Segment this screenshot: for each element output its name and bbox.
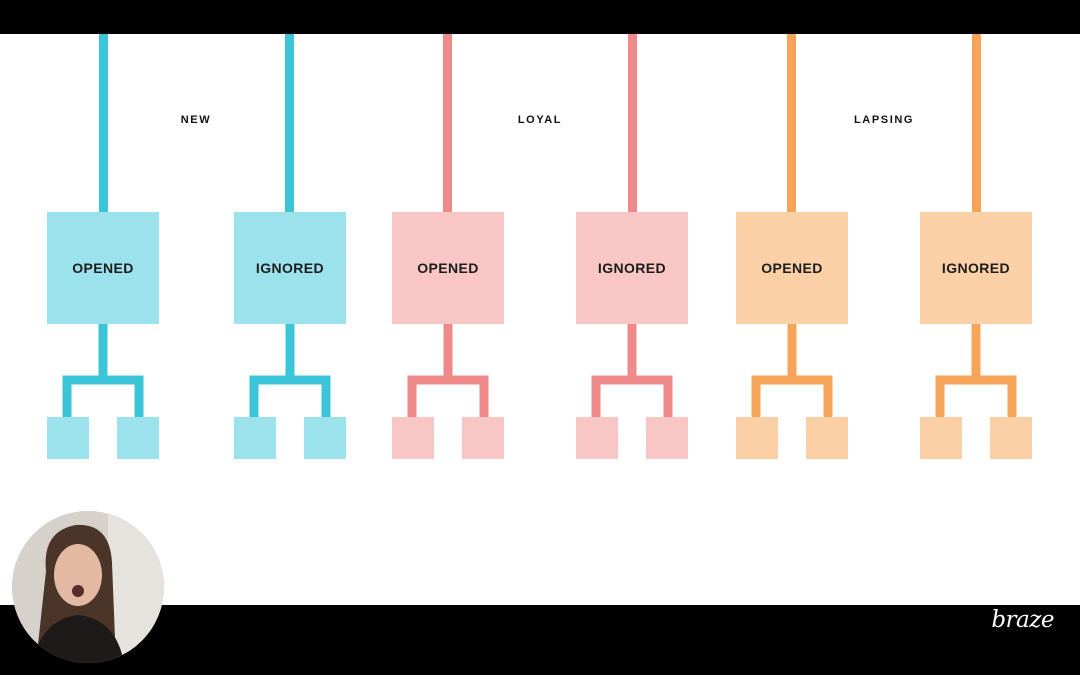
- node-loyal-opened: OPENED: [392, 212, 504, 324]
- stem-new-opened: [99, 34, 108, 212]
- branch-connector: [935, 324, 1017, 417]
- stem-loyal-ignored: [628, 34, 637, 212]
- branch-connector: [62, 324, 144, 417]
- leaf-node: [806, 417, 848, 459]
- leaf-node: [736, 417, 778, 459]
- branch-connector: [249, 324, 331, 417]
- node-new-opened: OPENED: [47, 212, 159, 324]
- leaf-node: [117, 417, 159, 459]
- leaf-node: [920, 417, 962, 459]
- leaf-node: [990, 417, 1032, 459]
- bottom-letterbox-bar: [0, 605, 1080, 675]
- group-label-loyal: LOYAL: [517, 114, 563, 126]
- node-new-ignored: IGNORED: [234, 212, 346, 324]
- node-lapsing-ignored: IGNORED: [920, 212, 1032, 324]
- group-label-lapsing: LAPSING: [853, 114, 915, 126]
- top-letterbox-bar: [0, 0, 1080, 34]
- group-label-new: NEW: [180, 114, 212, 126]
- leaf-node: [234, 417, 276, 459]
- branch-connector: [407, 324, 489, 417]
- node-loyal-ignored: IGNORED: [576, 212, 688, 324]
- leaf-node: [462, 417, 504, 459]
- presenter-webcam-icon: [12, 511, 164, 663]
- braze-logo: braze: [991, 607, 1054, 633]
- leaf-node: [47, 417, 89, 459]
- stem-lapsing-ignored: [972, 34, 981, 212]
- presenter-webcam: [12, 511, 164, 663]
- leaf-node: [646, 417, 688, 459]
- stem-new-ignored: [285, 34, 294, 212]
- stem-loyal-opened: [443, 34, 452, 212]
- leaf-node: [576, 417, 618, 459]
- stem-lapsing-opened: [787, 34, 796, 212]
- branch-connector: [591, 324, 673, 417]
- leaf-node: [304, 417, 346, 459]
- leaf-node: [392, 417, 434, 459]
- node-lapsing-opened: OPENED: [736, 212, 848, 324]
- branch-connector: [751, 324, 833, 417]
